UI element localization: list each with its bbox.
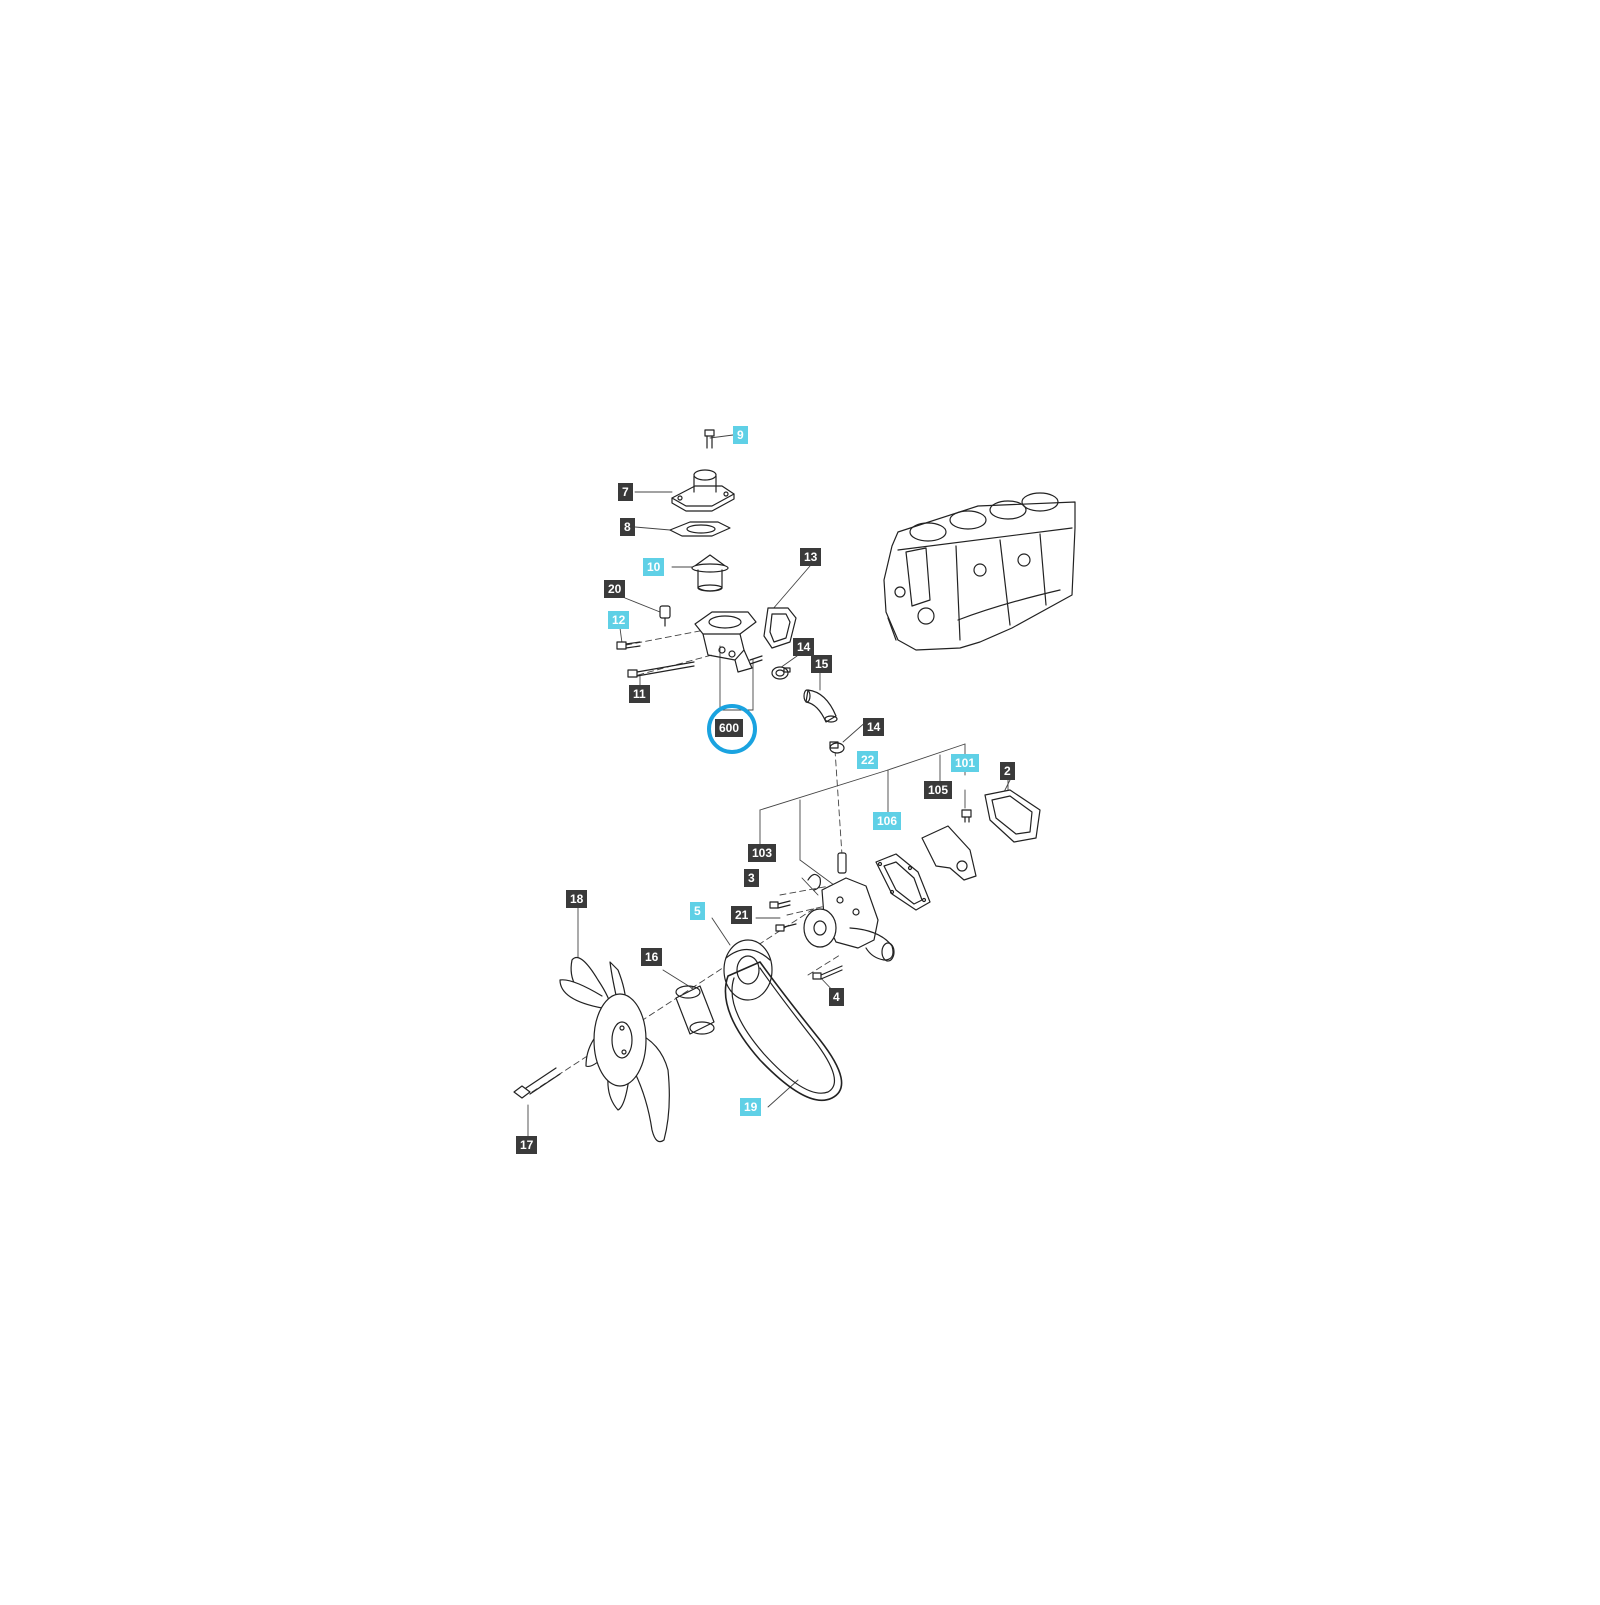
callout-101[interactable]: 101 xyxy=(951,754,980,772)
callout-12[interactable]: 12 xyxy=(608,611,630,629)
callout-9[interactable]: 9 xyxy=(733,426,748,444)
callout-14-upper[interactable]: 14 xyxy=(793,638,815,656)
thermostat-housing-part xyxy=(694,611,757,673)
circlip-part xyxy=(807,873,821,891)
callout-21[interactable]: 21 xyxy=(731,906,753,924)
callout-4[interactable]: 4 xyxy=(829,988,844,1006)
water-outlet-part xyxy=(671,469,735,512)
pump-bolts-part xyxy=(769,900,843,980)
gasket-2-part xyxy=(984,789,1041,843)
pulley-part xyxy=(723,939,773,1001)
cover-plate-part xyxy=(921,825,977,881)
callout-19[interactable]: 19 xyxy=(740,1098,762,1116)
callout-2[interactable]: 2 xyxy=(1000,762,1015,780)
callout-15[interactable]: 15 xyxy=(811,655,833,673)
callout-3[interactable]: 3 xyxy=(744,869,759,887)
callout-16[interactable]: 16 xyxy=(641,948,663,966)
bolt-part xyxy=(704,429,715,449)
sensor-part xyxy=(659,605,671,627)
hose-part xyxy=(803,689,838,723)
callout-103[interactable]: 103 xyxy=(748,844,777,862)
callout-18[interactable]: 18 xyxy=(566,890,588,908)
bolts-part xyxy=(616,641,763,678)
gasket-106-part xyxy=(875,853,931,911)
fan-bolt-part xyxy=(513,1067,561,1099)
dowel-part xyxy=(837,852,847,874)
engine-block-part xyxy=(883,492,1076,651)
callout-20[interactable]: 20 xyxy=(604,580,626,598)
callout-17[interactable]: 17 xyxy=(516,1136,538,1154)
callout-14-lower[interactable]: 14 xyxy=(863,718,885,736)
callout-11[interactable]: 11 xyxy=(629,685,650,703)
v-belt-part xyxy=(724,961,843,1102)
callout-13[interactable]: 13 xyxy=(800,548,822,566)
callout-105[interactable]: 105 xyxy=(924,781,953,799)
callout-106[interactable]: 106 xyxy=(873,812,902,830)
spacer-part xyxy=(675,985,715,1035)
water-pump-part xyxy=(803,877,895,962)
hose-clamp-2-part xyxy=(829,741,845,754)
hose-clamp-part xyxy=(771,666,791,680)
callout-10[interactable]: 10 xyxy=(643,558,665,576)
gasket-part xyxy=(669,521,731,537)
fan-part xyxy=(559,956,670,1143)
callout-7[interactable]: 7 xyxy=(618,483,633,501)
gasket-13-part xyxy=(763,607,797,649)
callout-5[interactable]: 5 xyxy=(690,902,705,920)
callout-600[interactable]: 600 xyxy=(715,719,744,737)
thermostat-part xyxy=(691,554,729,592)
bolt-101-part xyxy=(961,809,972,823)
callout-22[interactable]: 22 xyxy=(857,751,879,769)
callout-8[interactable]: 8 xyxy=(620,518,635,536)
